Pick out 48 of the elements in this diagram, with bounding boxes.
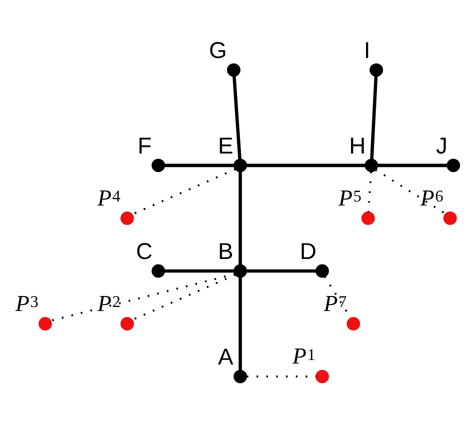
node-circle	[316, 264, 329, 278]
node-circle	[346, 317, 360, 330]
node-label: P7	[324, 290, 347, 316]
node-circle	[316, 370, 329, 384]
connector	[132, 168, 236, 216]
node-circle	[234, 370, 247, 384]
connector	[164, 269, 234, 273]
node-label: P5	[338, 185, 362, 210]
connector	[238, 277, 242, 370]
node-label: I	[364, 36, 370, 63]
node-label: C	[136, 238, 153, 264]
node-circle	[227, 63, 240, 77]
node-label: E	[218, 132, 234, 158]
node-circle	[120, 212, 134, 225]
connector	[246, 269, 316, 273]
node-circle	[361, 212, 375, 225]
connector	[232, 76, 242, 160]
node-label: B	[218, 238, 234, 264]
node-circle	[152, 158, 166, 172]
node-circle	[364, 158, 378, 172]
node-label: F	[138, 132, 152, 158]
connector	[132, 274, 236, 321]
node-label: P4	[98, 185, 120, 210]
node-label: A	[218, 343, 234, 370]
node-circle	[120, 317, 134, 330]
connector	[375, 168, 446, 214]
node-label: P1	[292, 344, 316, 369]
connector	[246, 164, 366, 168]
node-label: J	[436, 132, 448, 158]
node-circle	[443, 212, 457, 225]
connector	[50, 273, 236, 322]
node-label: P3	[16, 290, 39, 316]
node-circle	[370, 63, 384, 77]
node-label: D	[300, 238, 317, 264]
connector	[378, 164, 448, 168]
node-label: G	[209, 36, 227, 63]
node-label: P2	[98, 290, 120, 316]
node-circle	[446, 158, 460, 172]
node-circle	[152, 264, 166, 278]
node-label: P6	[420, 185, 444, 210]
node-circle	[234, 264, 247, 278]
connector	[164, 164, 234, 168]
connector	[370, 76, 378, 160]
connector	[367, 172, 372, 212]
node-circle	[38, 317, 52, 330]
node-circle	[234, 158, 247, 172]
connector	[238, 172, 242, 265]
node-label: H	[349, 132, 366, 158]
